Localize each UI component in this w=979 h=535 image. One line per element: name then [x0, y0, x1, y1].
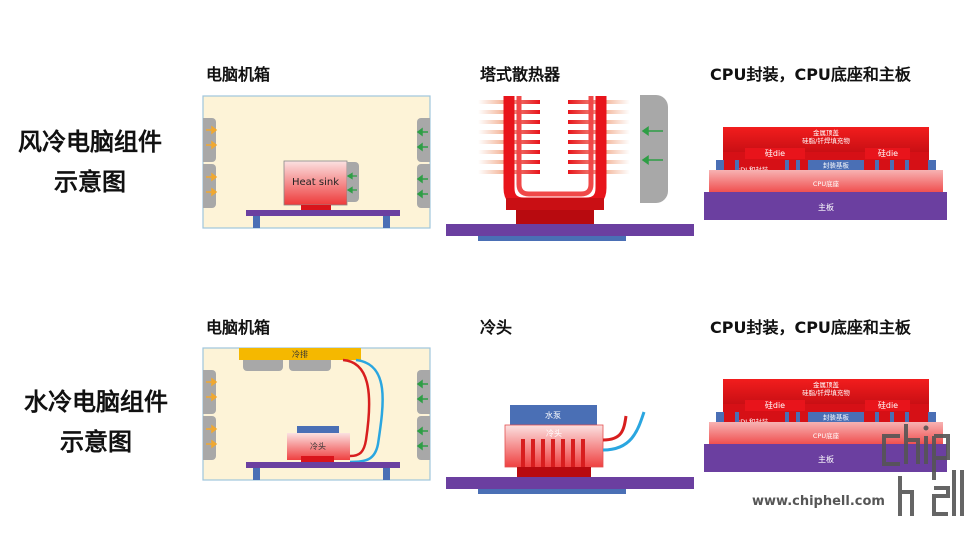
air-cooler-title: 塔式散热器: [480, 65, 561, 84]
metal-lid: [723, 127, 929, 152]
water-exhaust-arrows-left: [206, 377, 218, 449]
substrate: [808, 160, 864, 170]
water-case-title: 电脑机箱: [206, 318, 270, 337]
pump-cap: [297, 426, 339, 433]
cold-head-inlet: [602, 411, 646, 452]
metal-lid-label: 金属顶盖: [813, 128, 840, 137]
radiator-fan-right: [289, 360, 331, 371]
cooler-contact: [516, 210, 594, 224]
microfins: [521, 439, 585, 467]
exhaust-arrows-left: [206, 125, 218, 197]
cooler-motherboard: [446, 224, 694, 236]
air-cpu-stack: 金属顶盖 硅脂/钎焊填充物 硅die 硅die 封装基板 RDL和封装 CPU底…: [704, 127, 947, 220]
case-fan-left-top: [203, 118, 216, 162]
case-fan-right-bottom: [417, 164, 430, 208]
water-side-title-line2: 示意图: [60, 428, 132, 456]
cold-head-outlet: [602, 415, 628, 442]
case-fan-left-bottom: [203, 164, 216, 208]
water-cpu-stack: 金属顶盖 硅脂/钎焊填充物 硅die 硅die 封装基板 RDL和封装 CPU底…: [704, 379, 947, 472]
die-left-label: 硅die: [765, 148, 785, 158]
water-rdl-label: RDL和封装: [736, 417, 769, 426]
water-case-fan-left-bottom: [203, 416, 216, 460]
water-side-title-line1: 水冷电脑组件: [24, 388, 168, 416]
cpu-socket: [709, 170, 943, 192]
radiator: [239, 348, 361, 360]
water-metal-lid: [723, 379, 929, 404]
motherboard-layer: [704, 192, 947, 220]
tower-cooler-diagram: [446, 95, 694, 241]
water-die-left: [745, 400, 805, 411]
water-intake-arrows-right: [416, 379, 428, 451]
standoff-left: [253, 216, 260, 228]
cold-head-backplate: [478, 489, 626, 494]
cooler-fan: [640, 95, 668, 203]
water-case-fan-right-bottom: [417, 416, 430, 460]
cooler-base: [506, 198, 604, 210]
water-block: [287, 433, 350, 460]
water-tim-label: 硅脂/钎焊填充物: [802, 388, 850, 397]
die-right-label: 硅die: [878, 148, 898, 158]
water-standoff-right: [383, 468, 390, 480]
water-block-label: 冷头: [310, 441, 326, 451]
water-motherboard: [246, 462, 400, 468]
water-substrate-label: 封装基板: [823, 413, 850, 422]
air-cpu-title: CPU封装，CPU底座和主板: [710, 65, 912, 84]
tim-label: 硅脂/钎焊填充物: [802, 136, 850, 145]
cold-head-label: 冷头: [546, 428, 562, 438]
air-case-title: 电脑机箱: [206, 65, 270, 84]
intake-arrows-right: [416, 127, 428, 199]
water-cpu-socket-label: CPU底座: [813, 431, 840, 440]
cold-head-contact: [517, 467, 591, 477]
motherboard-label: 主板: [818, 202, 834, 212]
cpu-chip: [301, 205, 331, 211]
water-die-layer: [723, 404, 929, 412]
air-side-title-line1: 风冷电脑组件: [18, 128, 162, 156]
watermark: www.chiphell.com: [752, 424, 964, 516]
die-left: [745, 148, 805, 159]
motherboard: [246, 210, 400, 216]
pump-housing: [510, 405, 597, 425]
tube-cold: [349, 358, 384, 464]
radiator-fan-left: [243, 360, 283, 371]
water-die-left-label: 硅die: [765, 400, 785, 410]
water-case-diagram: 冷排 冷头: [202, 347, 431, 481]
radiator-label: 冷排: [292, 349, 308, 359]
water-motherboard-label: 主板: [818, 454, 834, 464]
air-side-title-line2: 示意图: [54, 168, 126, 196]
air-case-diagram: Heat sink: [202, 95, 431, 229]
water-cpu-chip: [301, 456, 334, 462]
water-die-right: [865, 400, 910, 411]
die-layer: [723, 152, 929, 160]
cold-head-diagram: 水泵 冷头: [446, 405, 694, 494]
heatpipe-inner: [516, 96, 594, 197]
water-die-right-label: 硅die: [878, 400, 898, 410]
watermark-url: www.chiphell.com: [752, 494, 885, 509]
water-cpu-title: CPU封装，CPU底座和主板: [710, 318, 912, 337]
water-case-fan-left-top: [203, 370, 216, 414]
cooler-fan-arrows: [641, 126, 663, 165]
pins-row: [735, 160, 909, 170]
die-right: [865, 148, 910, 159]
watermark-logo: [882, 424, 964, 516]
cold-head-motherboard: [446, 477, 694, 489]
pump-label: 水泵: [545, 410, 561, 420]
water-block-title: 冷头: [480, 318, 512, 337]
rdl-label: RDL和封装: [736, 165, 769, 174]
standoff-right: [383, 216, 390, 228]
substrate-label: 封装基板: [823, 161, 850, 170]
heat-sink: [283, 160, 348, 206]
cpu-socket-label: CPU底座: [813, 179, 840, 188]
water-standoff-left: [253, 468, 260, 480]
heat-sink-fan: [347, 162, 359, 202]
water-case-fan-right-top: [417, 370, 430, 414]
water-pins-row: [735, 412, 909, 422]
heat-sink-label: Heat sink: [292, 177, 339, 188]
case-fan-right-top: [417, 118, 430, 162]
tube-hot: [342, 358, 371, 458]
cooler-backplate: [478, 236, 626, 241]
heat-sink-fan-arrows: [346, 172, 357, 194]
water-substrate: [808, 412, 864, 422]
water-metal-lid-label: 金属顶盖: [813, 380, 840, 389]
